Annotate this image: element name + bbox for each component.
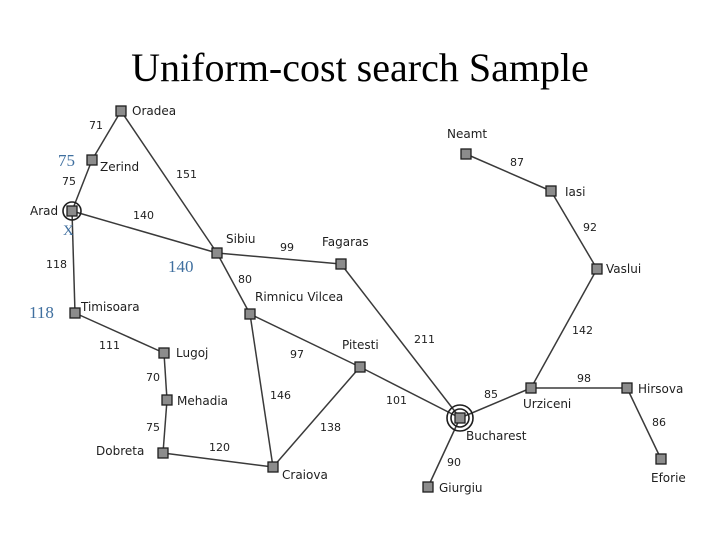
expanded-mark: X (63, 223, 74, 239)
road-timisoara-lugoj (74, 312, 165, 354)
path-cost-sibiu: 140 (168, 257, 194, 276)
road-iasi-neamt (465, 153, 552, 192)
distance-rimnicu-craiova: 146 (270, 389, 291, 402)
city-label-rimnicu: Rimnicu Vilcea (255, 290, 343, 304)
city-label-sibiu: Sibiu (226, 232, 256, 246)
distance-bucharest-urziceni: 85 (484, 388, 498, 401)
node-vaslui (591, 263, 603, 275)
node-lugoj (158, 347, 170, 359)
start-node-ring (62, 201, 82, 221)
road-sibiu-fagaras (216, 252, 342, 265)
road-rimnicu-craiova (249, 313, 274, 468)
node-giurgiu (422, 481, 434, 493)
road-vaslui-iasi (550, 190, 598, 270)
distance-fagaras-bucharest: 211 (414, 333, 435, 346)
distance-sibiu-fagaras: 99 (280, 241, 294, 254)
node-oradea (115, 105, 127, 117)
city-label-neamt: Neamt (447, 127, 487, 141)
city-label-urziceni: Urziceni (523, 397, 571, 411)
city-label-lugoj: Lugoj (176, 346, 208, 360)
search-annotations: 75 140 118 X (29, 151, 194, 322)
distance-bucharest-giurgiu: 90 (447, 456, 461, 469)
road-oradea-sibiu (120, 110, 218, 254)
road-mehadia-dobreta (162, 399, 168, 454)
node-sibiu (211, 247, 223, 259)
distance-craiova-pitesti: 138 (320, 421, 341, 434)
distance-oradea-zerind: 71 (89, 119, 103, 132)
city-label-arad: Arad (30, 204, 58, 218)
city-label-giurgiu: Giurgiu (439, 481, 483, 495)
road-hirsova-eforie (626, 387, 662, 460)
road-oradea-zerind (91, 110, 122, 161)
path-cost-timisoara: 118 (29, 303, 54, 322)
city-label-fagaras: Fagaras (322, 235, 369, 249)
distance-vaslui-iasi: 92 (583, 221, 597, 234)
node-craiova (267, 461, 279, 473)
city-label-pitesti: Pitesti (342, 338, 379, 352)
node-eforie (655, 453, 667, 465)
road-arad-sibiu (71, 210, 218, 254)
distance-iasi-neamt: 87 (510, 156, 524, 169)
city-label-dobreta: Dobreta (96, 444, 144, 458)
road-arad-timisoara (71, 210, 76, 314)
roads (71, 110, 662, 488)
road-lugoj-mehadia (163, 352, 168, 401)
distance-lugoj-mehadia: 70 (146, 371, 160, 384)
city-nodes (66, 105, 667, 493)
goal-node-ring-inner (450, 408, 470, 428)
road-sibiu-rimnicu (216, 252, 251, 315)
road-rimnicu-pitesti (249, 313, 361, 368)
distance-rimnicu-pitesti: 97 (290, 348, 304, 361)
node-mehadia (161, 394, 173, 406)
node-zerind (86, 154, 98, 166)
node-neamt (460, 148, 472, 160)
distance-hirsova-eforie: 86 (652, 416, 666, 429)
distance-dobreta-craiova: 120 (209, 441, 230, 454)
distance-oradea-sibiu: 151 (176, 168, 197, 181)
city-label-bucharest: Bucharest (466, 429, 527, 443)
city-label-craiova: Craiova (282, 468, 328, 482)
node-dobreta (157, 447, 169, 459)
goal-node-ring-outer (446, 404, 474, 432)
distance-timisoara-lugoj: 111 (99, 339, 120, 352)
distance-urziceni-vaslui: 142 (572, 324, 593, 337)
distance-zerind-arad: 75 (62, 175, 76, 188)
city-label-hirsova: Hirsova (638, 382, 683, 396)
node-bucharest (454, 412, 466, 424)
distance-arad-sibiu: 140 (133, 209, 154, 222)
distance-urziceni-hirsova: 98 (577, 372, 591, 385)
node-arad (66, 205, 78, 217)
node-pitesti (354, 361, 366, 373)
distance-mehadia-dobreta: 75 (146, 421, 160, 434)
road-bucharest-giurgiu (427, 417, 461, 488)
city-label-eforie: Eforie (651, 471, 686, 485)
road-urziceni-vaslui (530, 268, 598, 389)
distance-labels: 71 75 151 140 118 111 70 75 120 99 80 97… (46, 119, 666, 469)
distance-sibiu-rimnicu: 80 (238, 273, 252, 286)
node-timisoara (69, 307, 81, 319)
road-dobreta-craiova (162, 452, 274, 468)
city-label-zerind: Zerind (100, 160, 139, 174)
city-label-vaslui: Vaslui (606, 262, 641, 276)
slide-title: Uniform-cost search Sample (131, 45, 589, 90)
node-urziceni (525, 382, 537, 394)
node-iasi (545, 185, 557, 197)
city-label-iasi: Iasi (565, 185, 585, 199)
path-cost-zerind: 75 (58, 151, 75, 170)
node-hirsova (621, 382, 633, 394)
distance-pitesti-bucharest: 101 (386, 394, 407, 407)
node-fagaras (335, 258, 347, 270)
road-fagaras-bucharest (340, 263, 461, 419)
city-label-timisoara: Timisoara (80, 300, 140, 314)
node-rimnicu (244, 308, 256, 320)
road-pitesti-bucharest (359, 366, 461, 419)
city-labels: Oradea Zerind Arad Timisoara Lugoj Mehad… (30, 104, 686, 495)
city-label-oradea: Oradea (132, 104, 176, 118)
road-craiova-pitesti (272, 366, 361, 468)
city-label-mehadia: Mehadia (177, 394, 228, 408)
distance-arad-timisoara: 118 (46, 258, 67, 271)
